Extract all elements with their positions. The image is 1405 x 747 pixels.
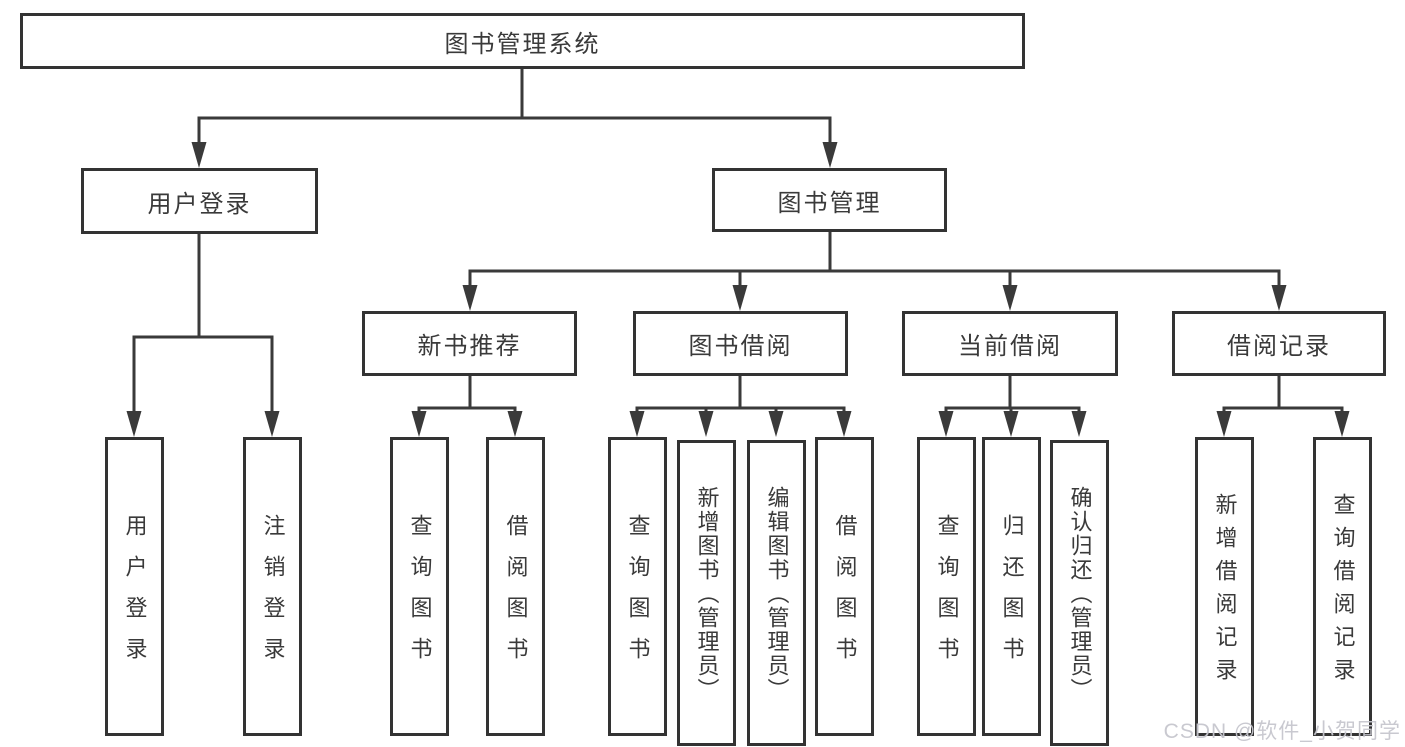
node-leaf-return-books: 归还图书 [982,437,1041,736]
arrowhead-icon [462,285,478,311]
arrowhead-icon [1002,285,1018,311]
node-leaf-confirm-return-admin: 确认归还（管理员） [1050,440,1109,746]
node-borrowing-records: 借阅记录 [1172,311,1386,376]
node-leaf-logout: 注销登录 [243,437,302,736]
arrowhead-icon [1071,411,1087,437]
arrowhead-icon [507,411,523,437]
node-book-borrowing: 图书借阅 [633,311,848,376]
node-leaf-query-borrow-record: 查询借阅记录 [1313,437,1372,736]
node-leaf-query-books-3: 查询图书 [917,437,976,736]
arrowhead-icon [1334,411,1350,437]
node-leaf-query-books-2: 查询图书 [608,437,667,736]
arrowhead-icon [629,411,645,437]
arrowhead-icon [411,411,427,437]
arrowhead-icon [836,411,852,437]
arrowhead-icon [698,411,714,437]
node-leaf-user-login: 用户登录 [105,437,164,736]
arrowhead-icon [768,411,784,437]
node-leaf-edit-book-admin: 编辑图书（管理员） [747,440,806,746]
arrowhead-icon [1271,285,1287,311]
arrowhead-icon [1216,411,1232,437]
node-current-borrowing: 当前借阅 [902,311,1118,376]
arrowhead-icon [732,285,748,311]
arrowhead-icon [264,411,280,437]
node-leaf-borrow-books-2: 借阅图书 [815,437,874,736]
node-root: 图书管理系统 [20,13,1025,69]
node-leaf-add-borrow-record: 新增借阅记录 [1195,437,1254,736]
node-user-login: 用户登录 [81,168,318,234]
arrowhead-icon [1003,411,1019,437]
node-leaf-add-book-admin: 新增图书（管理员） [677,440,736,746]
arrowhead-icon [938,411,954,437]
node-book-management: 图书管理 [712,168,947,232]
arrowhead-icon [126,411,142,437]
node-leaf-query-books: 查询图书 [390,437,449,736]
watermark: CSDN @软件_小贺同学 [1163,720,1401,743]
node-leaf-borrow-books: 借阅图书 [486,437,545,736]
arrowhead-icon [191,142,207,168]
arrowhead-icon [822,142,838,168]
node-new-book-recommendation: 新书推荐 [362,311,577,376]
